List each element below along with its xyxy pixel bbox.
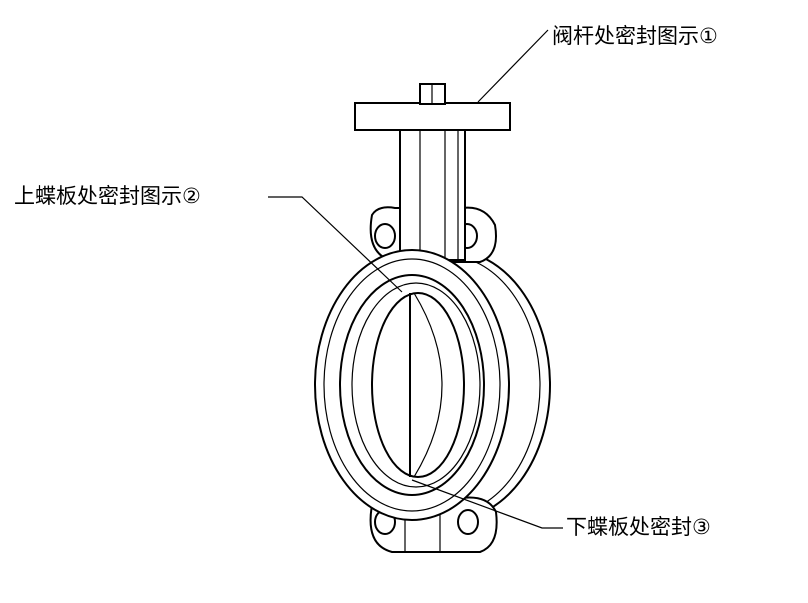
leader-line-3	[411, 479, 563, 529]
valve-neck	[399, 127, 466, 261]
label-upper-disc-seal: 上蝶板处密封图示②	[14, 184, 201, 208]
leader-line-2	[268, 196, 403, 293]
top-flange	[354, 102, 511, 131]
leader-line-1	[477, 29, 549, 103]
disc-opening	[371, 292, 465, 478]
body-front	[314, 249, 510, 521]
valve-stem	[419, 83, 446, 105]
label-stem-seal: 阀杆处密封图示①	[552, 24, 718, 48]
label-lower-disc-seal: 下蝶板处密封③	[566, 515, 711, 539]
seat-ring	[339, 274, 485, 496]
